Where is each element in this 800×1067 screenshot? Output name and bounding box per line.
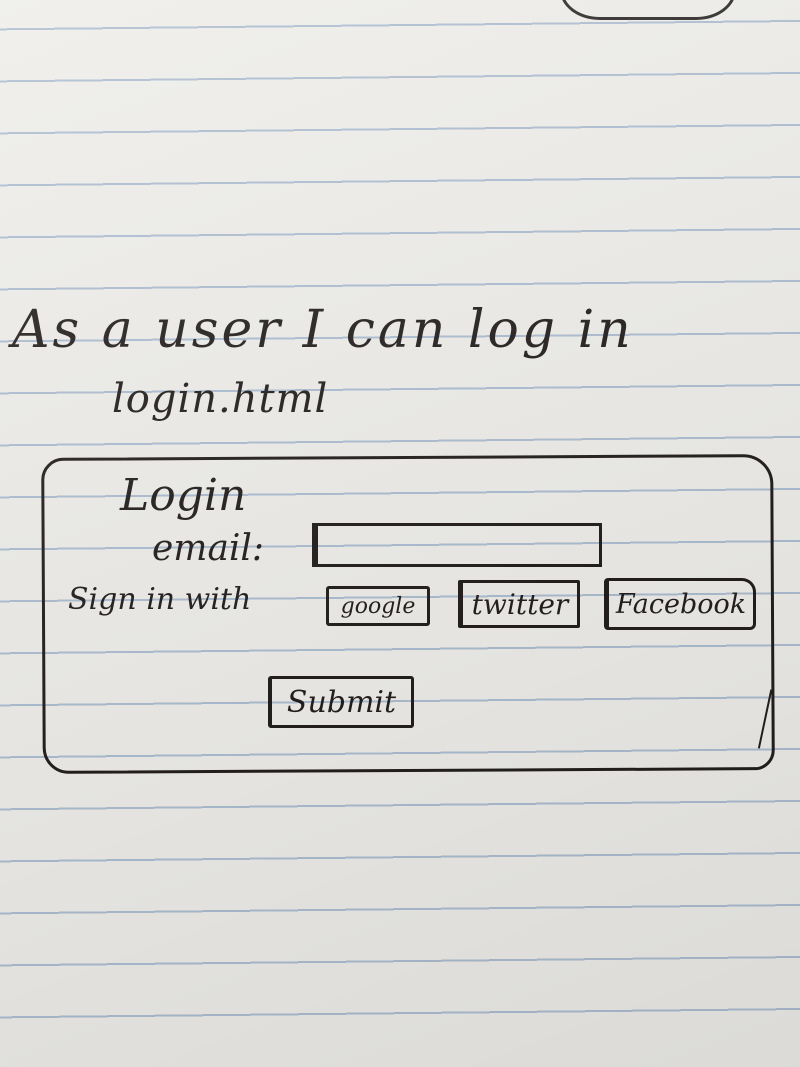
google-sign-in-button[interactable]: google: [326, 586, 430, 626]
twitter-sign-in-button[interactable]: twitter: [458, 580, 580, 628]
email-field[interactable]: [312, 523, 602, 567]
partial-sketch-shape: [560, 0, 736, 20]
page-filename: login.html: [112, 376, 329, 422]
user-story-text: As a user I can log in: [12, 300, 634, 360]
login-title: Login: [120, 470, 247, 521]
email-label: email:: [152, 528, 265, 569]
sign-in-with-label: Sign in with: [68, 582, 252, 617]
facebook-sign-in-button[interactable]: Facebook: [604, 578, 756, 630]
submit-button[interactable]: Submit: [268, 676, 414, 728]
